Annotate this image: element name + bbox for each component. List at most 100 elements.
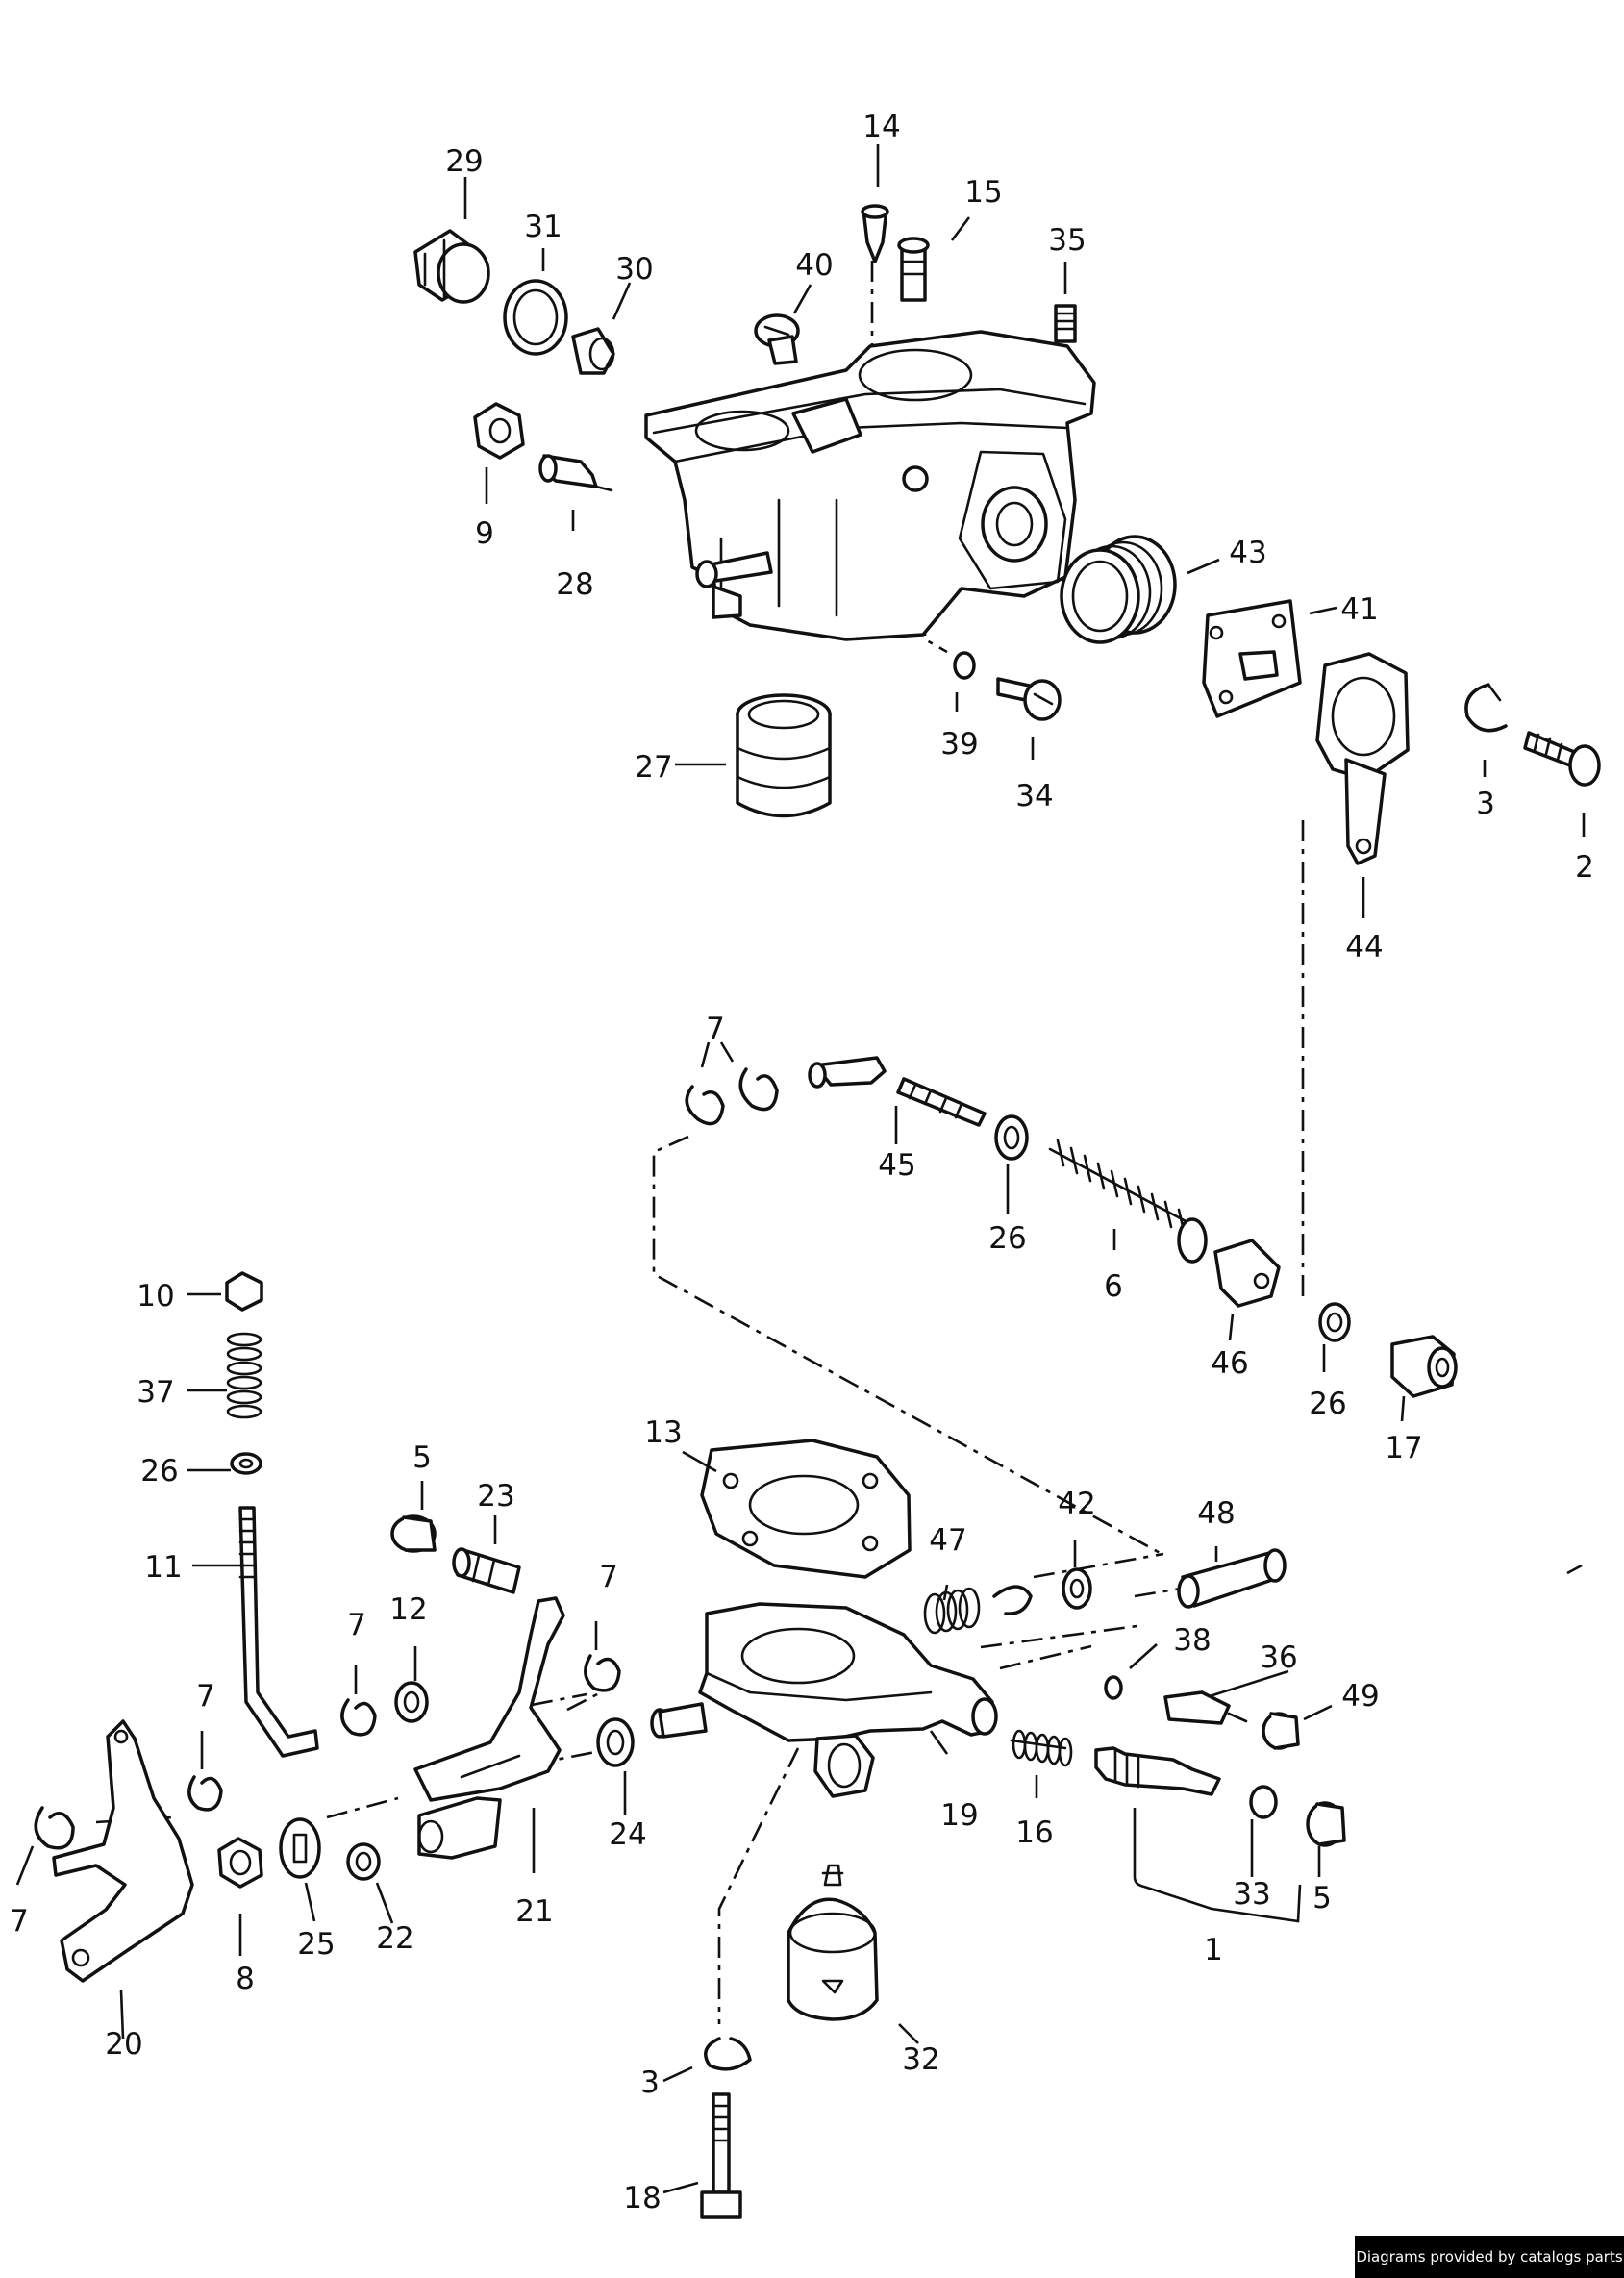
callout-46: 46 (1211, 1346, 1248, 1381)
callout-7-c: 7 (347, 1608, 366, 1642)
part-26-washer-b (1318, 1302, 1351, 1342)
callout-42: 42 (1058, 1487, 1095, 1521)
part-40-screw (754, 313, 800, 365)
callout-27: 27 (635, 750, 672, 785)
part-23-sleeve (452, 1547, 521, 1594)
part-26-washer-a (994, 1114, 1029, 1161)
part-43-bellows (1060, 535, 1177, 644)
part-35-spring (1054, 304, 1077, 343)
part-13-gasket (700, 1439, 912, 1579)
callout-28: 28 (556, 567, 593, 602)
diagram-credit: Diagrams provided by catalogs parts (1355, 2236, 1624, 2278)
callout-labels: 29 31 30 14 15 40 35 9 28 43 41 27 39 34… (10, 110, 1594, 2215)
callout-30: 30 (615, 252, 653, 287)
callout-44: 44 (1345, 930, 1383, 964)
part-32-diaphragm (787, 1864, 879, 2021)
part-10-nut (225, 1271, 263, 1312)
callout-20: 20 (105, 2027, 142, 2062)
part-34-screw (996, 677, 1062, 721)
part-5-cap-left (390, 1514, 437, 1553)
callout-26-a: 26 (988, 1221, 1026, 1256)
callout-47: 47 (929, 1523, 966, 1558)
part-30-jet (571, 327, 615, 375)
callout-40: 40 (795, 248, 833, 283)
part-9-nut (473, 402, 525, 460)
throttle-base (650, 1602, 998, 1798)
callout-17: 17 (1385, 1431, 1422, 1465)
callout-39: 39 (940, 727, 978, 762)
callout-5-left: 5 (412, 1440, 432, 1475)
part-41-gasket (1202, 599, 1302, 718)
callout-19: 19 (940, 1798, 978, 1833)
part-14-screw (861, 204, 889, 263)
part-42-bushing (1062, 1567, 1092, 1610)
part-45-rod (808, 1056, 987, 1127)
part-15-jet (897, 237, 930, 302)
part-27-insert (736, 693, 832, 818)
callout-31: 31 (524, 210, 562, 244)
callout-49: 49 (1341, 1679, 1379, 1714)
part-33-oring (1249, 1785, 1278, 1819)
part-12-bushing (394, 1681, 429, 1723)
part-18-screw (700, 2092, 742, 2219)
callout-13: 13 (644, 1415, 682, 1450)
part-5-cap-right (1306, 1801, 1346, 1847)
callout-36: 36 (1260, 1640, 1297, 1675)
part-48-sleeve (1177, 1548, 1287, 1609)
part-8-nut (217, 1837, 263, 1889)
part-49-cap (1262, 1712, 1300, 1750)
part-6-spring (1048, 1139, 1208, 1264)
callout-7-mid: 7 (706, 1012, 725, 1046)
callout-45: 45 (878, 1148, 915, 1183)
part-37-spring (226, 1332, 262, 1419)
callout-43: 43 (1229, 536, 1266, 570)
part-21-lever (413, 1596, 565, 1860)
callout-2: 2 (1575, 850, 1594, 885)
callout-11: 11 (144, 1550, 182, 1585)
callout-5-right: 5 (1312, 1881, 1332, 1915)
callout-35: 35 (1048, 223, 1086, 258)
callout-16: 16 (1015, 1815, 1053, 1850)
part-44-cover (1315, 652, 1410, 865)
callout-12: 12 (389, 1592, 427, 1627)
part-24-washer (596, 1717, 635, 1767)
callout-14: 14 (862, 110, 900, 144)
callout-22: 22 (376, 1921, 413, 1956)
callout-29: 29 (445, 144, 483, 179)
part-38-oring (1104, 1675, 1123, 1700)
part-28-stud (538, 454, 613, 492)
callout-7-b: 7 (599, 1560, 618, 1594)
part-7-clip-right (992, 1585, 1033, 1615)
callout-7-e: 7 (10, 1904, 29, 1939)
callout-33: 33 (1233, 1877, 1270, 1912)
part-47-spring (923, 1587, 981, 1635)
callout-23: 23 (477, 1479, 514, 1514)
callout-38: 38 (1173, 1623, 1211, 1658)
callout-25: 25 (297, 1927, 335, 1962)
part-2-screw (1523, 731, 1601, 787)
callout-21: 21 (515, 1894, 553, 1929)
callout-8: 8 (236, 1962, 255, 1996)
part-17-fitting (1390, 1335, 1458, 1398)
callout-1: 1 (1204, 1933, 1223, 1967)
carburettor-body (644, 330, 1096, 641)
callout-26-b: 26 (1309, 1387, 1346, 1421)
callout-3: 3 (1476, 787, 1495, 821)
callout-10: 10 (137, 1279, 174, 1314)
callout-37: 37 (137, 1375, 174, 1410)
callout-3-bottom: 3 (640, 2065, 660, 2100)
part-3-washer (1464, 683, 1508, 733)
callout-6: 6 (1104, 1269, 1123, 1304)
part-26-washer-c (230, 1452, 262, 1475)
part-3-washer-bottom (704, 2037, 752, 2071)
part-1-needle-valve (1094, 1746, 1221, 1796)
callout-24: 24 (609, 1817, 646, 1852)
callout-34: 34 (1015, 779, 1053, 814)
callout-41: 41 (1340, 592, 1378, 627)
part-39-oring (953, 651, 976, 680)
part-31-ring (503, 279, 568, 356)
part-16-spring (1010, 1729, 1073, 1767)
part-29-plug (413, 229, 490, 304)
part-20-lever (52, 1719, 194, 1983)
